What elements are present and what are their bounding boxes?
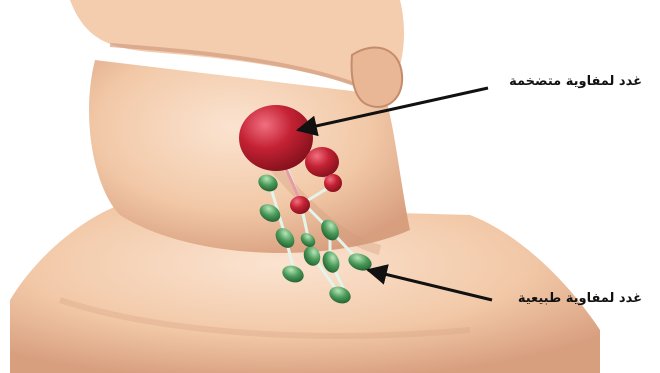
enlarged-node (239, 105, 313, 171)
enlarged-node (305, 147, 339, 177)
ear (352, 48, 403, 107)
label-enlarged-nodes: غدد لمفاوية متضخمة (509, 74, 642, 89)
enlarged-node (324, 174, 342, 192)
enlarged-node (290, 196, 310, 214)
label-normal-nodes: غدد لمفاوية طبيعية (518, 291, 642, 306)
